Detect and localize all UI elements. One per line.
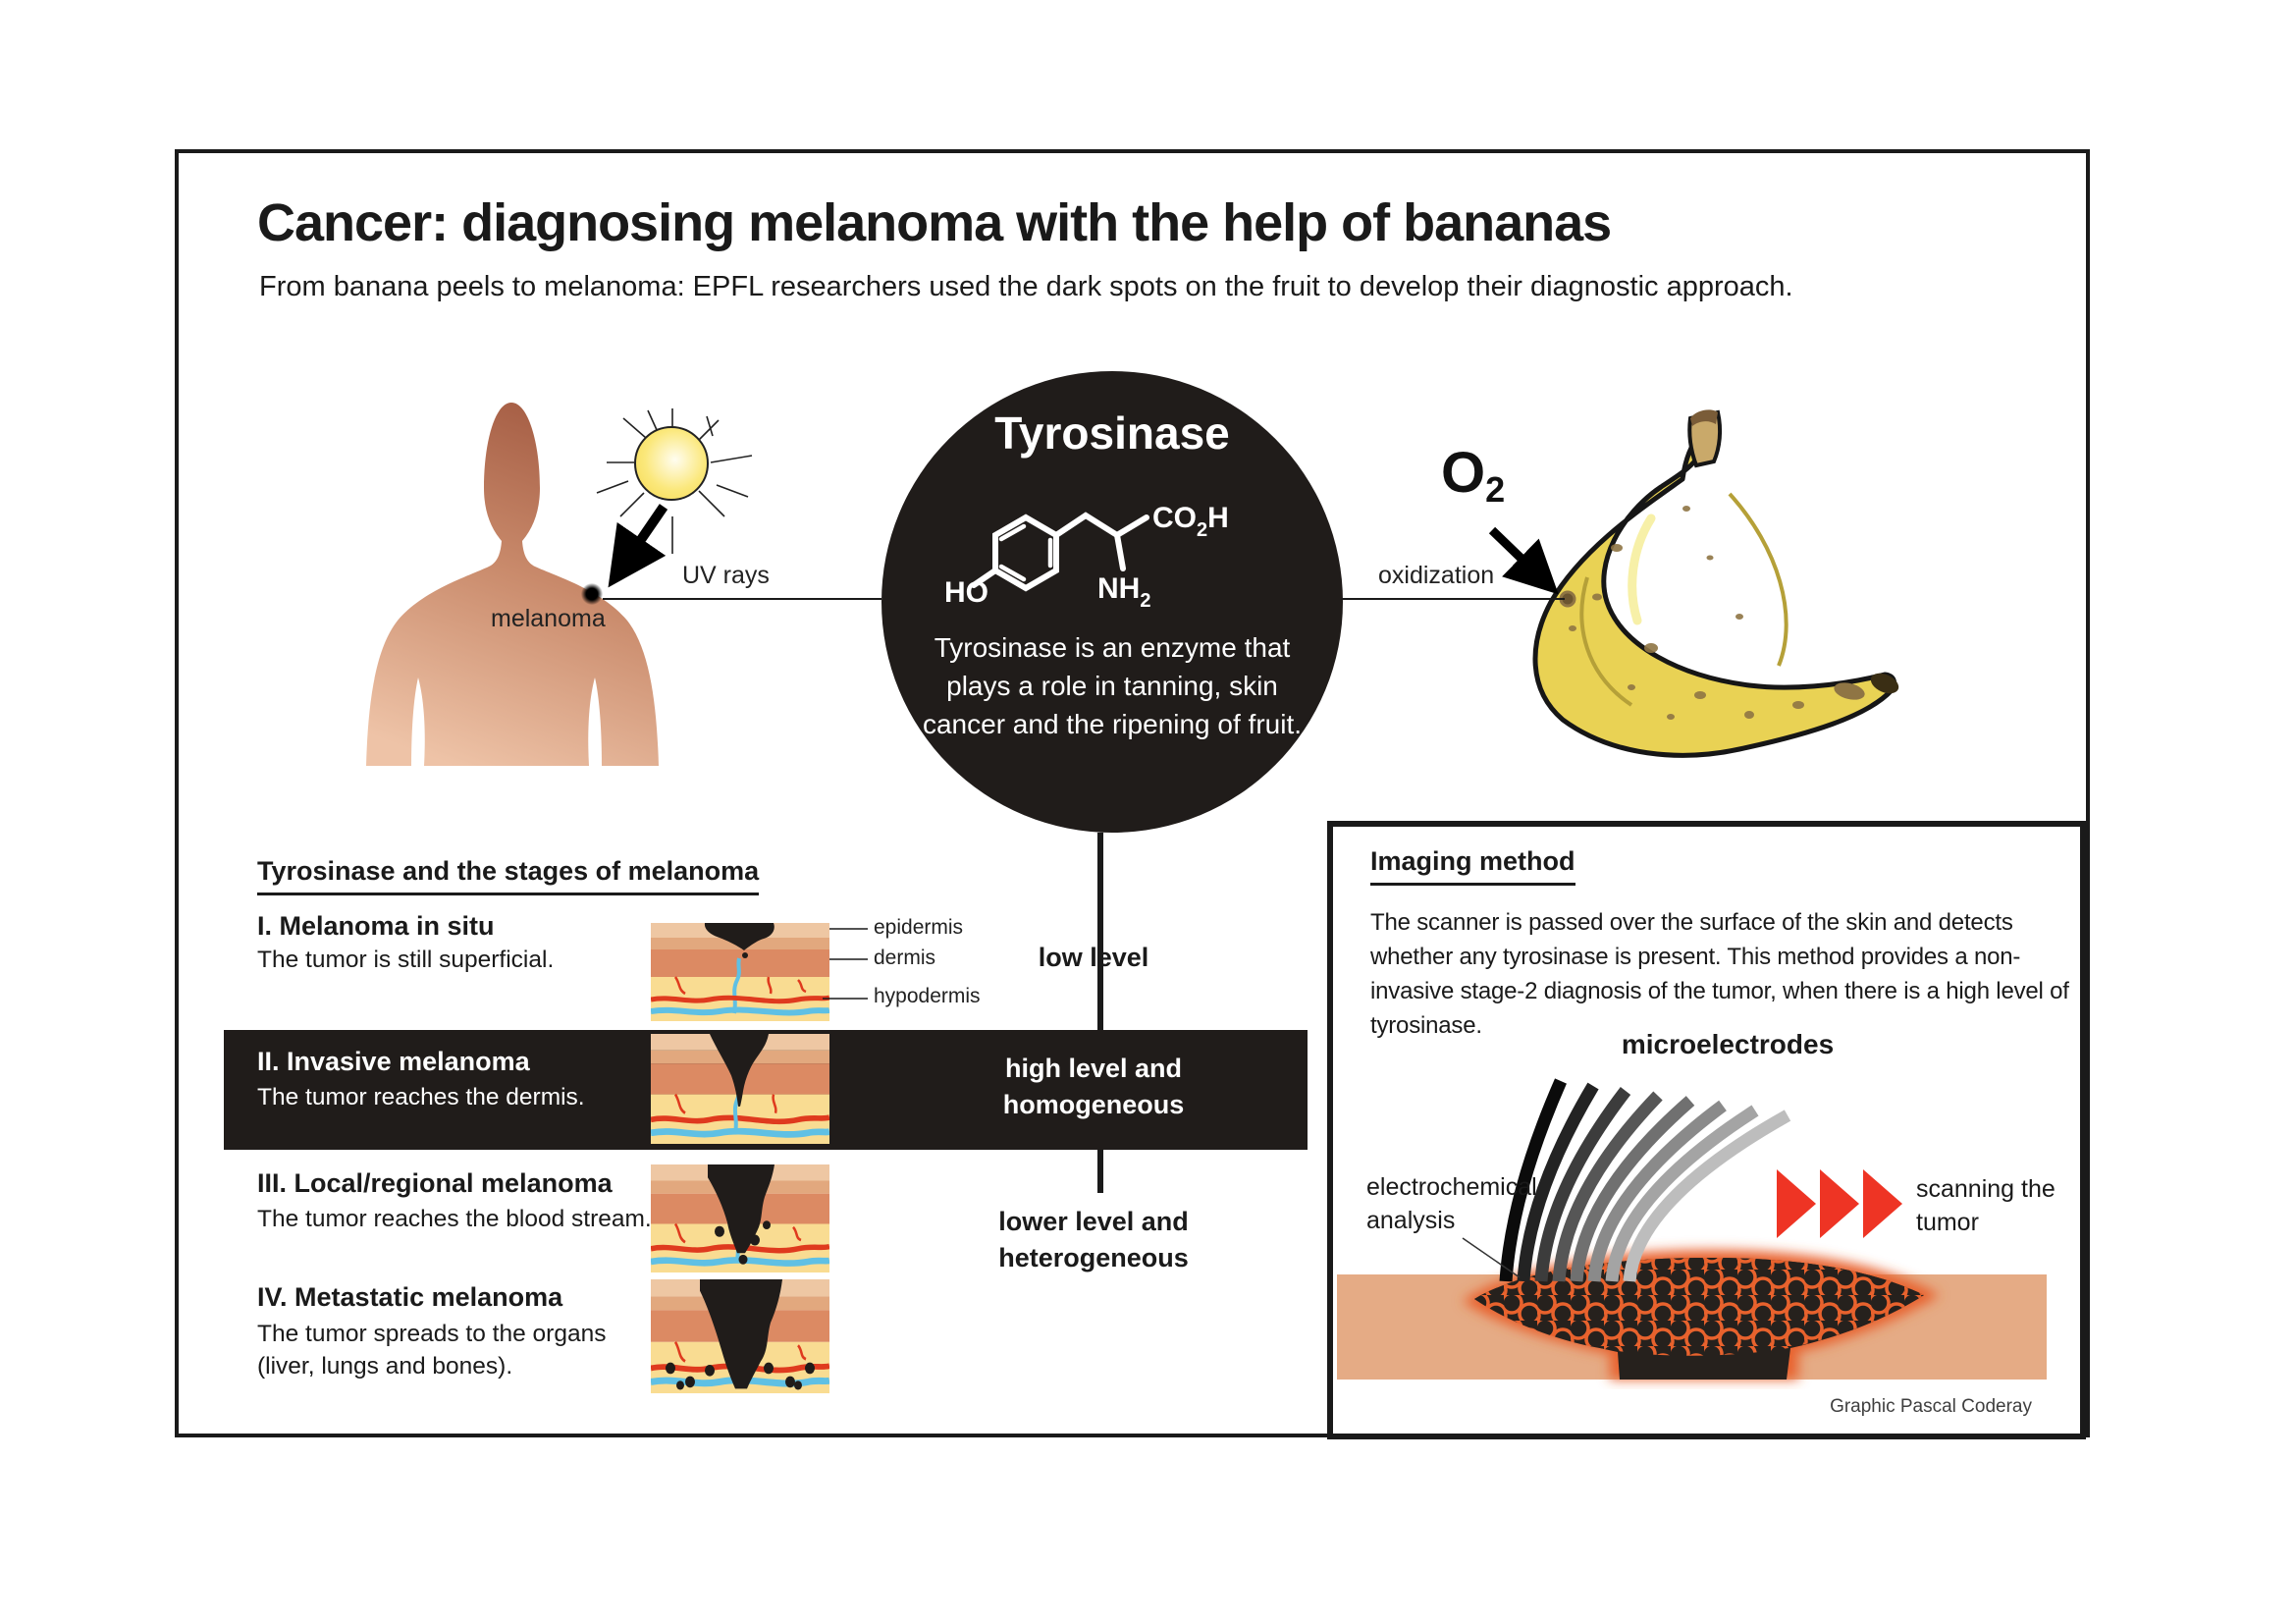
melanoma-label: melanoma — [491, 605, 606, 632]
microelectrodes-label: microelectrodes — [1621, 1029, 1835, 1059]
hypodermis-label: hypodermis — [874, 985, 981, 1007]
oxygen-label: O2 — [1441, 440, 1505, 511]
stage2-description: The tumor reaches the dermis. — [257, 1084, 585, 1110]
stage2-skin-diagram — [651, 1034, 829, 1144]
stage1-description: The tumor is still superficial. — [257, 947, 555, 973]
tyrosinase-title: Tyrosinase — [994, 407, 1230, 459]
page-title: Cancer: diagnosing melanoma with the hel… — [257, 193, 1612, 252]
scanner-illustration — [1337, 1078, 2047, 1380]
stage4-skin-diagram — [651, 1279, 829, 1393]
nh2-group-label: NH2 — [1097, 572, 1150, 612]
level-lower-label: lower level and heterogeneous — [998, 1207, 1189, 1272]
human-silhouette-icon — [366, 403, 659, 766]
stage3-title: III. Local/regional melanoma — [257, 1168, 613, 1198]
sun-icon — [596, 408, 753, 554]
stage4-title: IV. Metastatic melanoma — [257, 1282, 563, 1312]
imaging-description: The scanner is passed over the surface o… — [1370, 909, 2069, 1039]
stage1-skin-diagram — [651, 923, 829, 1021]
main-frame — [175, 149, 2090, 1437]
scan-direction-arrows-icon — [1777, 1169, 1902, 1238]
stage1-title: I. Melanoma in situ — [257, 911, 495, 941]
imaging-section-heading: Imaging method — [1370, 846, 1575, 886]
tumor-cells — [1474, 1258, 1924, 1356]
epidermis-label: epidermis — [874, 916, 964, 939]
stage3-skin-diagram — [651, 1164, 829, 1272]
dermis-label: dermis — [874, 947, 936, 969]
level-high-label: high level and homogeneous — [1002, 1054, 1185, 1119]
microelectrodes-icon — [1499, 1078, 1791, 1282]
melanoma-spot — [581, 583, 603, 605]
oxygen-symbol: O — [1441, 441, 1486, 505]
tyrosinase-description: Tyrosinase is an enzyme that plays a rol… — [922, 632, 1302, 739]
page-subtitle: From banana peels to melanoma: EPFL rese… — [259, 271, 1793, 302]
uv-rays-label: UV rays — [682, 562, 770, 589]
tyrosine-molecule-icon: HO CO2H NH2 — [944, 502, 1229, 612]
co2h-group-label: CO2H — [1152, 502, 1229, 541]
level-low-label: low level — [1038, 943, 1149, 972]
banana-dark-spot — [1559, 590, 1576, 608]
stage3-description: The tumor reaches the blood stream. — [257, 1206, 652, 1232]
stage4-description: The tumor spreads to the organs (liver, … — [257, 1321, 607, 1380]
tyrosinase-circle: Tyrosinase HO CO2H NH2 Tyrosinase is an … — [881, 371, 1343, 833]
ho-group-label: HO — [944, 576, 988, 609]
banana-icon — [1532, 409, 1899, 758]
stages-section-heading: Tyrosinase and the stages of melanoma — [257, 856, 760, 895]
stage2-title: II. Invasive melanoma — [257, 1047, 530, 1076]
electrochemical-analysis-label: electrochemical analysis — [1366, 1173, 1537, 1234]
oxygen-subscript: 2 — [1485, 469, 1506, 510]
scanning-tumor-label: scanning the tumor — [1916, 1175, 2056, 1236]
oxidization-label: oxidization — [1378, 562, 1495, 589]
graphic-credit: Graphic Pascal Coderay — [1830, 1396, 2032, 1417]
